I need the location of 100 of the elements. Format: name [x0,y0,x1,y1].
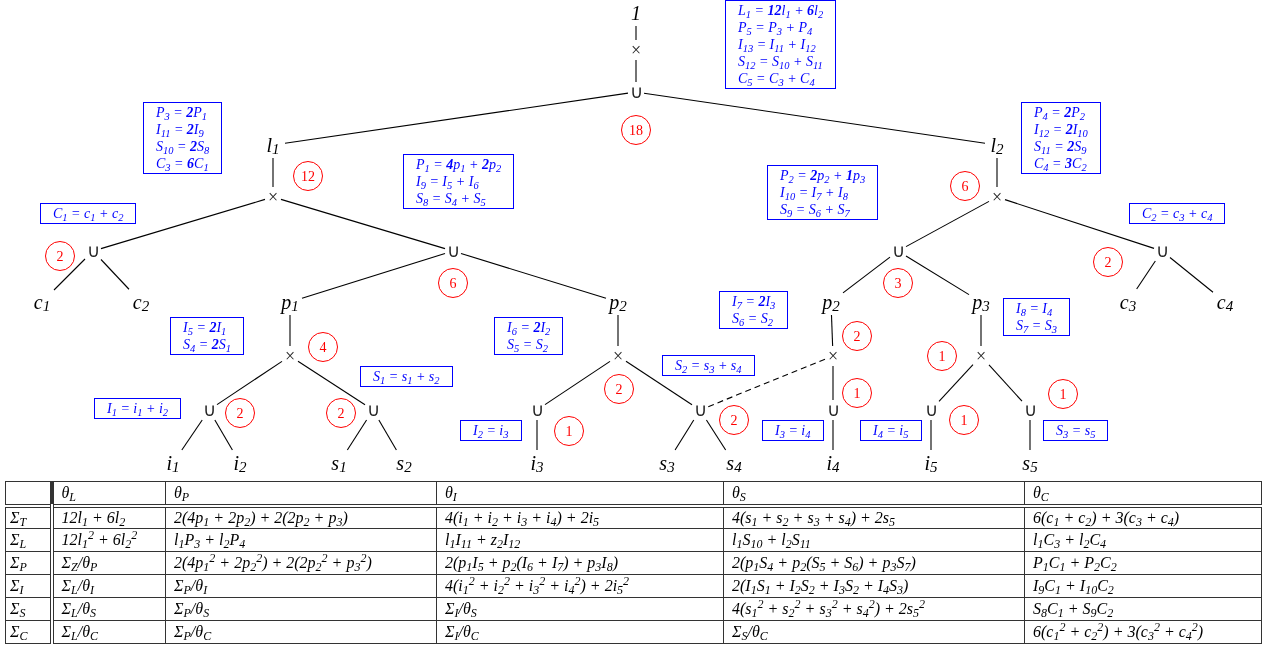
tree-edge [705,419,727,451]
tree-edge [617,314,619,347]
table-cell: l$_{1}$C$_{3}$ + l$_{2}$C$_{4}$ [1024,528,1262,552]
variable-label: c$_{4}$ [1213,289,1237,315]
equation-text: S$_{2}$ = s$_{3}$ + s$_{4}$ [675,357,742,374]
variable-label: i$_{3}$ [525,450,549,476]
operator-symbol: ∪ [201,400,217,420]
tree-edge [272,157,274,188]
tree-edge [1004,199,1155,249]
equation-text: S$_{5}$ = S$_{2}$ [507,336,549,353]
equation-box [1129,203,1226,224]
tree-edge [980,314,982,347]
table-cell: 2(4p$_{1}$ + 2p$_{2}$) + 2(2p$_{2}$ + p$_{3}$) [165,505,437,529]
table-cell: 6(c$_{1}$$^{2}$ + c$_{2}$$^{2}$) + 3(c$_{3}$$^{2}$ + c$_{4}$$^{2}$) [1024,620,1262,644]
operator-symbol: × [628,40,644,60]
tree-edge [284,92,629,144]
equation-text: S$_{10}$ = 2S$_{8}$ [156,138,210,155]
equation-text: P$_{2}$ = 2p$_{2}$ + 1p$_{3}$ [780,167,866,184]
equation-text: I$_{12}$ = 2I$_{10}$ [1034,121,1088,138]
tree-edge [181,419,203,451]
table-header-cell: θ$_{I}$ [436,481,724,506]
tree-edge [460,252,607,299]
tree-edge [280,198,446,250]
variable-label: i$_{5}$ [919,450,943,476]
operator-symbol: ∪ [529,400,545,420]
equation-box [762,420,824,441]
table-header-cell: θ$_{P}$ [165,481,437,506]
equation-text: S$_{1}$ = s$_{1}$ + s$_{2}$ [373,368,440,385]
operator-symbol: ∪ [692,400,708,420]
operator-symbol: × [610,346,626,366]
table-cell: I$_{9}$C$_{1}$ + I$_{10}$C$_{2}$ [1024,574,1262,598]
equation-box [494,317,564,355]
tree-edge [930,419,932,451]
operator-symbol: ∪ [1154,241,1170,261]
table-cell: Σ$_{L}$/θ$_{C}$ [51,620,166,644]
tree-edge [635,59,637,83]
equation-box [860,420,922,441]
equation-box [360,366,453,387]
tree-edge [100,198,266,250]
tree-edge [536,419,538,451]
table-cell: Σ$_{P}$/θ$_{C}$ [165,620,437,644]
tree-edge [905,255,970,296]
equation-text: S$_{3}$ = s$_{5}$ [1056,422,1096,439]
table-cell: S$_{8}$C$_{1}$ + S$_{9}$C$_{2}$ [1024,597,1262,621]
tree-edge [216,360,283,406]
operator-symbol: × [825,346,841,366]
tree-edge [832,419,834,451]
operator-symbol: × [282,346,298,366]
equation-text: S$_{11}$ = 2S$_{9}$ [1034,138,1088,155]
equation-text: I$_{9}$ = I$_{5}$ + I$_{6}$ [416,173,480,190]
table-cell: l$_{1}$S$_{10}$ + l$_{2}$S$_{11}$ [723,528,1025,552]
tree-edge [635,25,637,41]
row-header-cell: Σ$_{C}$ [5,620,52,644]
variable-label: s$_{3}$ [655,450,679,476]
equation-box [143,102,223,174]
table-cell: 6(c$_{1}$ + c$_{2}$) + 3(c$_{3}$ + c$_{4}$) [1024,505,1262,529]
tree-edge [1169,256,1214,293]
tree-edge [297,360,366,406]
operator-symbol: ∪ [365,400,381,420]
variable-label: s$_{5}$ [1018,450,1042,476]
table-cell: 2(p$_{1}$S$_{4}$ + p$_{2}$(S$_{5}$ + S$_{6}$) + p$_{3}$S$_{7}$) [723,551,1025,575]
equation-box [460,420,522,441]
tree-edge [346,419,368,451]
variable-label: s$_{4}$ [722,450,746,476]
equation-text: I$_{7}$ = 2I$_{3}$ [732,293,776,310]
equation-text: I$_{13}$ = I$_{11}$ + I$_{12}$ [738,36,817,53]
equation-text: L$_{1}$ = 12l$_{1}$ + 6l$_{2}$ [738,2,824,19]
tree-edge [378,419,397,451]
table-header-cell: θ$_{C}$ [1024,481,1262,506]
table-cell: Σ$_{Z}$/θ$_{P}$ [51,551,166,575]
operator-symbol: ∪ [628,82,644,102]
variable-label: s$_{2}$ [392,450,416,476]
tree-edge [214,419,233,451]
variable-label: p$_{2}$ [606,289,630,315]
equation-box [725,0,837,89]
table-header-cell: θ$_{S}$ [723,481,1025,506]
table-cell: Σ$_{P}$/θ$_{I}$ [165,574,437,598]
equation-text: P$_{4}$ = 2P$_{2}$ [1034,104,1087,121]
tree-edge [905,200,990,248]
table-cell: 2(I$_{1}$S$_{1}$ + I$_{2}$S$_{2}$ + I$_{3}$S$_{2}$ + I$_{4}$S$_{3}$) [723,574,1025,598]
tree-edge [830,314,834,347]
table-cell: Σ$_{I}$/θ$_{C}$ [436,620,724,644]
table-cell: Σ$_{L}$/θ$_{I}$ [51,574,166,598]
table-cell: 4(s$_{1}$ + s$_{2}$ + s$_{3}$ + s$_{4}$) + 2s$_{5}$ [723,505,1025,529]
tree-edge [643,92,986,144]
table-cell: l$_{1}$P$_{3}$ + l$_{2}$P$_{4}$ [165,528,437,552]
tree-edge [544,360,611,406]
variable-label: p$_{2}$ [819,289,843,315]
equation-text: I$_{8}$ = I$_{4}$ [1016,300,1054,317]
row-header-cell: Σ$_{T}$ [5,505,52,529]
equation-text: S$_{9}$ = S$_{6}$ + S$_{7}$ [780,201,851,218]
tree-edge [996,157,998,188]
equation-text: C$_{3}$ = 6C$_{1}$ [156,155,210,172]
variable-label: i$_{2}$ [228,450,252,476]
operator-symbol: ∪ [85,241,101,261]
operator-symbol: ∪ [825,400,841,420]
table-cell: P$_{1}$C$_{1}$ + P$_{2}$C$_{2}$ [1024,551,1262,575]
variable-label: p$_{3}$ [969,289,993,315]
equation-box [403,154,515,209]
equation-text: C$_{2}$ = c$_{3}$ + c$_{4}$ [1142,205,1213,222]
